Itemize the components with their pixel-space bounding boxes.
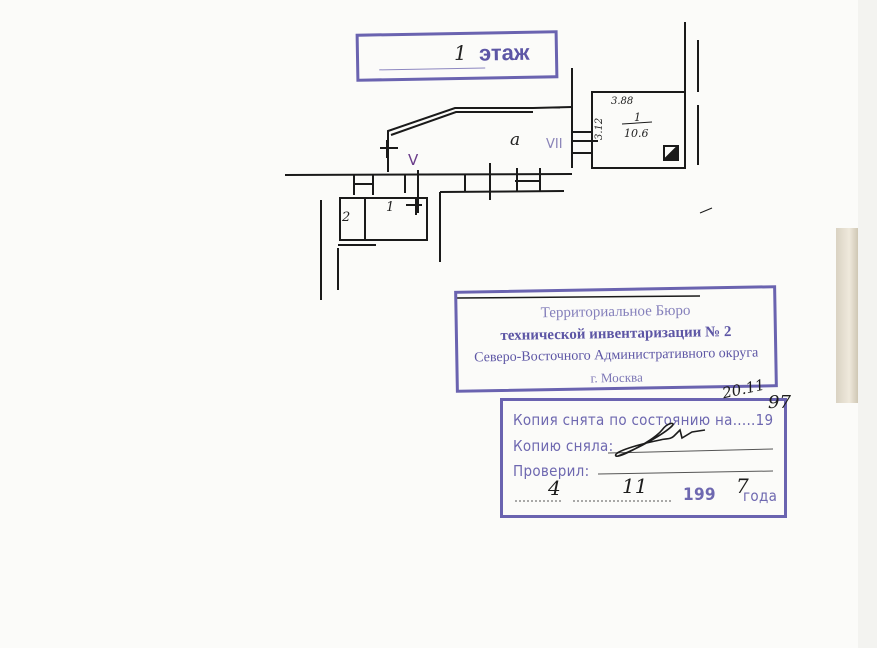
- copy-line-3: Проверил:: [513, 462, 590, 480]
- copy-year: 19: [755, 411, 774, 429]
- dimension-width: 3.88: [611, 96, 633, 107]
- stamp-lines: [515, 448, 774, 502]
- copy-stamp: Копия снята по состоянию на.....19 Копию…: [500, 398, 787, 518]
- room-2-label: 2: [341, 210, 350, 225]
- signature: [615, 422, 706, 457]
- floor-number: 1: [453, 40, 467, 66]
- stamp-underline: [379, 67, 486, 71]
- handwritten-year-suffix: 97: [768, 392, 791, 413]
- copy-line-1: Копия снята по состоянию на.....19: [513, 411, 774, 429]
- room-vii-label: VII: [546, 137, 563, 152]
- copy-line-2: Копию сняла:: [513, 437, 614, 455]
- handwritten-month: 11: [622, 474, 648, 498]
- dimension-height: 3.12: [594, 118, 605, 140]
- room-a-label: a: [510, 130, 520, 150]
- plan-walls: [284, 22, 713, 300]
- paper-margin: [858, 0, 877, 648]
- copy-year-word: года: [743, 487, 778, 505]
- room-1-label: 1: [386, 200, 394, 215]
- room-number: 1: [634, 111, 641, 124]
- floor-stamp: 1 этаж: [355, 30, 559, 82]
- copy-year-prefix: 199: [683, 485, 716, 505]
- bureau-stamp: Территориальное Бюро технической инвента…: [454, 285, 778, 393]
- room-v-label: V: [408, 151, 419, 169]
- paper-edge-strip: [836, 228, 858, 403]
- room-area: 10.6: [624, 127, 649, 140]
- handwritten-day: 4: [548, 476, 561, 500]
- floor-label: этаж: [478, 39, 530, 66]
- handwritten-year-digit: 7: [736, 474, 749, 498]
